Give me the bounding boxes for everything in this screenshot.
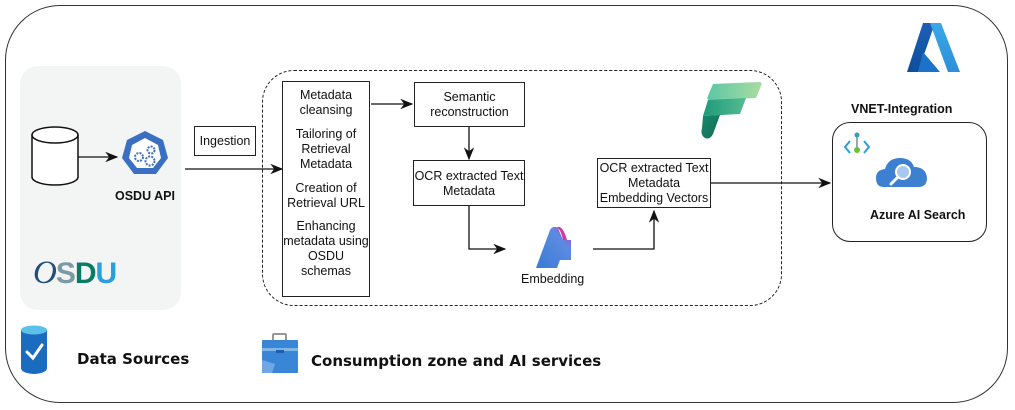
consumption-zone-boundary [262,70,782,306]
box-line: OCR extracted Text [414,169,524,183]
vnet-integration-label: VNET-Integration [851,102,953,116]
step-line: metadata using [283,234,369,248]
step-tailoring-retrieval-metadata: Tailoring of Retrieval Metadata [283,127,369,172]
step-creation-retrieval-url: Creation of Retrieval URL [283,181,369,211]
osdu-logo-d: D [74,257,97,290]
step-line: Retrieval [301,142,351,156]
step-line: schemas [300,264,352,278]
ingestion-box: Ingestion [194,126,256,156]
ingestion-label: Ingestion [199,134,251,148]
step-line: Retrieval URL [287,196,365,210]
osdu-api-label: OSDU API [115,189,175,203]
data-sources-panel [20,66,181,310]
embedding-label: Embedding [521,272,585,286]
embedding-vectors-box: OCR extracted Text Metadata Embedding Ve… [597,158,711,208]
azure-ai-search-box [832,122,987,242]
step-line: Creation of [295,181,357,195]
osdu-logo: OSDU [33,255,118,292]
step-metadata-cleansing: Metadata cleansing [283,88,369,118]
azure-ai-search-label: Azure AI Search [870,208,966,222]
box-line: Semantic [443,90,496,104]
box-line: Embedding Vectors [599,191,709,205]
step-line: Metadata [299,88,353,102]
semantic-reconstruction-box: Semantic reconstruction [414,82,525,127]
legend-consumption-zone: Consumption zone and AI services [311,352,602,370]
step-line: OSDU [307,249,345,263]
box-line: Metadata [442,184,496,198]
step-line: Tailoring of [295,127,357,141]
osdu-logo-o: O [33,255,57,291]
osdu-logo-u: U [95,257,118,290]
ocr-extracted-text-box: OCR extracted Text Metadata [413,160,525,206]
legend-data-sources: Data Sources [77,350,190,368]
box-line: OCR extracted Text [599,161,709,175]
box-line: reconstruction [430,105,509,119]
step-enhancing-metadata: Enhancing metadata using OSDU schemas [283,219,369,279]
box-line: Metadata [627,176,681,190]
step-line: cleansing [299,103,353,117]
arrow-embedding-to-vectors [593,209,660,250]
arrow-ocr-to-embedding [468,205,507,255]
processing-steps-box: Metadata cleansing Tailoring of Retrieva… [282,81,370,297]
diagram-outer-frame [5,5,1008,403]
osdu-logo-s: S [55,257,76,290]
step-line: Metadata [299,157,353,171]
step-line: Enhancing [296,219,356,233]
